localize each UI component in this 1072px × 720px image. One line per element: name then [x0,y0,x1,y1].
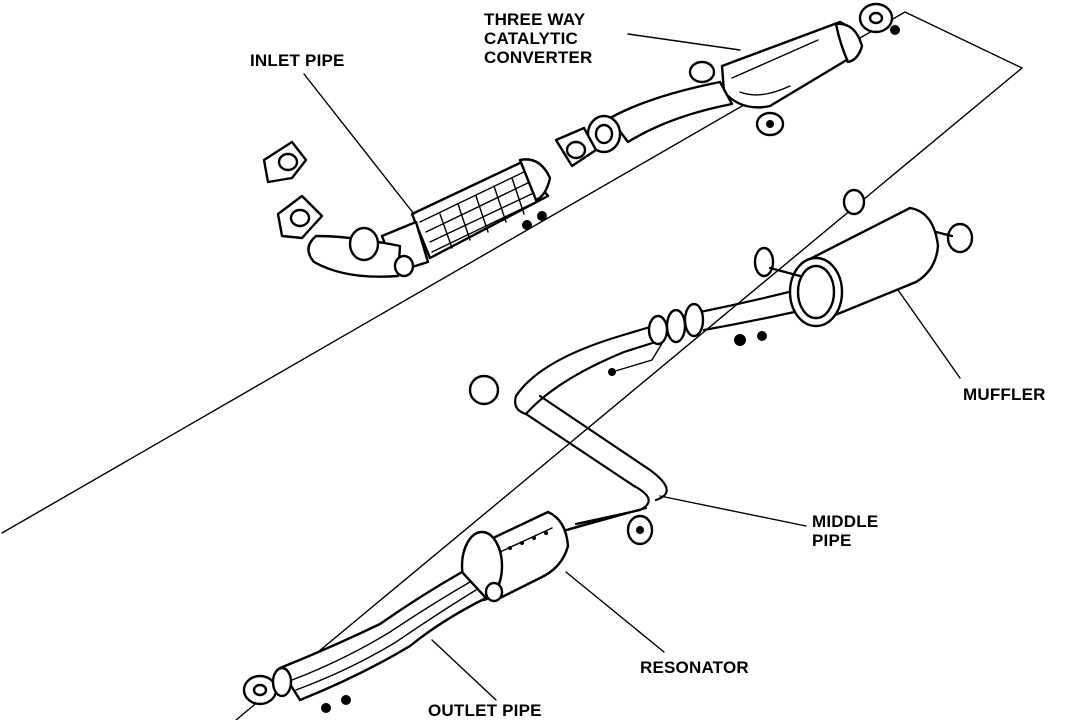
leader-outlet-pipe [431,639,497,701]
resonator [460,510,602,603]
label-line-1: MIDDLE [812,512,879,531]
label-inlet-pipe: INLET PIPE [250,51,345,70]
leader-middle-pipe [659,495,807,527]
leader-inlet-pipe [303,73,415,215]
leader-muffler [897,289,961,379]
leader-catalytic-converter [627,33,741,51]
outlet-pipe [242,570,488,713]
label-resonator: RESONATOR [640,658,749,677]
label-line-3: CONVERTER [484,48,593,67]
label-three-way-catalytic-converter: THREE WAY CATALYTIC CONVERTER [484,10,593,67]
catalytic-converter [720,2,900,109]
gasket-flange-1 [554,126,598,168]
reference-plane [1,11,1023,720]
label-line-2: CATALYTIC [484,29,579,48]
label-muffler: MUFFLER [963,385,1046,404]
inlet-pipe [276,158,552,278]
gasket-inlet [262,140,308,184]
label-middle-pipe: MIDDLE PIPE [812,512,878,550]
converter-front-pipe [586,60,785,154]
label-outlet-pipe: OUTLET PIPE [428,701,542,720]
middle-pipe [468,322,668,546]
label-line-2: PIPE [812,531,852,550]
muffler [753,188,974,328]
label-line-1: THREE WAY [484,10,586,29]
leader-resonator [565,571,665,653]
